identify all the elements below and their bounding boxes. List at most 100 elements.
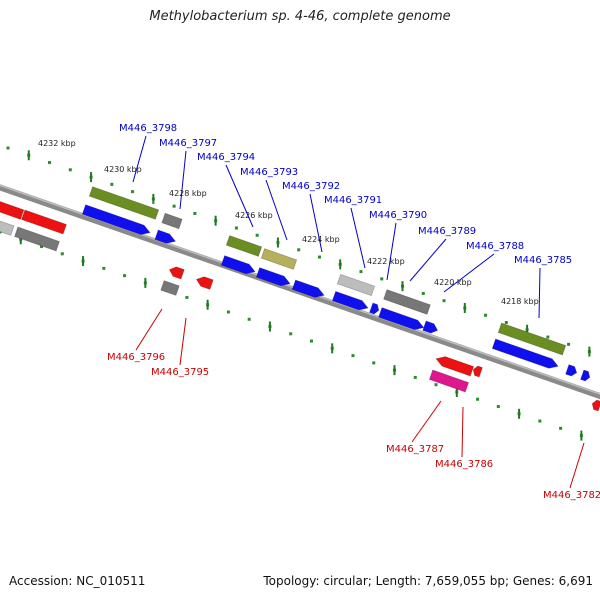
accession-text: Accession: NC_010511 <box>9 574 146 588</box>
upper-scale-dot <box>193 211 197 215</box>
forward-gene-label: M446_3790 <box>369 210 427 221</box>
feature-m446-3798-cog-body <box>89 186 159 220</box>
feature-m446-3790 <box>378 307 425 331</box>
feature-m446-3787-body <box>436 356 474 376</box>
feature-m446-3793-body <box>256 267 291 286</box>
feature-m446-3786 <box>428 369 470 393</box>
feature-m446-3788 <box>491 338 559 369</box>
upper-scale-dot <box>421 291 425 295</box>
reverse-gene-label: M446_3795 <box>151 367 209 378</box>
feature-m446-3796-cog-edge <box>160 280 180 296</box>
feature-left-red-b-edge <box>21 209 67 235</box>
lower-scale-dot <box>538 419 542 423</box>
feature-left-gray-a <box>0 218 15 236</box>
feature-m446-3790-edge <box>378 307 425 331</box>
feature-m446-3787b <box>472 365 483 378</box>
forward-leader-line <box>443 253 495 293</box>
lower-scale-dot <box>372 361 376 365</box>
feature-left-gray-b-edge <box>14 226 60 252</box>
upper-scale-dot <box>546 335 550 339</box>
feature-m446-3794-cog <box>225 235 263 257</box>
upper-scale-dot <box>442 299 446 303</box>
gene-labels: M446_3798M446_3797M446_3794M446_3793M446… <box>107 123 600 501</box>
forward-leader-line <box>225 164 254 228</box>
scale-label: 4226 kbp <box>235 211 273 220</box>
feature-m446-3787 <box>435 356 475 377</box>
forward-gene-label: M446_3791 <box>324 195 382 206</box>
forward-leader-line <box>350 207 366 269</box>
feature-m446-3797 <box>154 229 177 244</box>
feature-m446-3791-body <box>332 291 368 311</box>
upper-scale-dot <box>380 277 384 281</box>
lower-scale-dot <box>40 245 44 249</box>
feature-m446-3793-cog-edge <box>260 248 298 270</box>
reverse-gene-label: M446_3786 <box>435 459 493 470</box>
reverse-gene-label: M446_3782 <box>543 490 600 501</box>
feature-m446-3794-edge <box>220 255 256 275</box>
scale-label: 4222 kbp <box>367 257 405 266</box>
feature-m446-3790-cog-edge <box>383 289 431 315</box>
upper-scale-dot <box>234 226 238 230</box>
forward-leader-line <box>132 135 147 183</box>
feature-m446-3786-body <box>429 370 469 392</box>
upper-scale-dot <box>48 161 52 165</box>
forward-gene-label: M446_3798 <box>119 123 177 134</box>
feature-m446-3798-body <box>82 204 151 235</box>
feature-m446-3796-body <box>169 266 185 280</box>
forward-gene-label: M446_3797 <box>159 138 217 149</box>
feature-m446-3794-body <box>221 255 256 274</box>
lower-scale-dot <box>247 317 251 321</box>
feature-m446-3791-edge <box>331 290 369 311</box>
feature-m446-3794-cog-edge <box>225 235 263 257</box>
feature-m446-3790-body <box>378 307 424 330</box>
forward-gene-label: M446_3785 <box>514 255 572 266</box>
forward-gene-label: M446_3788 <box>466 241 524 252</box>
feature-m446-3793-cog <box>260 248 298 270</box>
reverse-leader-line <box>569 442 585 489</box>
feature-m446-3797-body <box>154 229 176 244</box>
genome-summary-text: Topology: circular; Length: 7,659,055 bp… <box>263 574 593 588</box>
feature-left-gray-b <box>14 226 60 252</box>
lower-scale-dot <box>496 405 500 409</box>
label-leader-lines <box>132 135 585 489</box>
reverse-leader-line <box>411 400 442 443</box>
feature-m446-3791b-edge <box>369 302 380 315</box>
lower-scale-dot <box>309 339 313 343</box>
upper-scale-dot <box>359 270 363 274</box>
feature-m446-3782-body <box>592 400 600 412</box>
scale-label: 4230 kbp <box>104 165 142 174</box>
feature-m446-3785-b-edge <box>580 369 591 382</box>
feature-m446-3789-edge <box>422 320 439 334</box>
feature-m446-3796 <box>168 266 185 280</box>
scale-label: 4220 kbp <box>434 278 472 287</box>
feature-left-red-a-edge <box>0 200 25 220</box>
lower-scale-dot <box>476 397 480 401</box>
feature-m446-3793-cog-body <box>261 248 297 270</box>
lower-scale-dot <box>351 354 355 358</box>
feature-m446-3787b-body <box>473 366 483 378</box>
feature-m446-3785-cog-edge <box>497 322 567 356</box>
feature-m446-3796-cog <box>160 280 180 296</box>
feature-m446-3790-cog-body <box>383 289 431 315</box>
lower-scale-dot <box>226 310 230 314</box>
feature-m446-3788-edge <box>491 338 559 369</box>
feature-m446-3797-cog <box>161 212 183 230</box>
upper-scale-dot <box>68 168 72 172</box>
forward-gene-label: M446_3792 <box>282 181 340 192</box>
forward-gene-label: M446_3794 <box>197 152 255 163</box>
lower-scale-dot <box>60 252 64 256</box>
lower-scale-dot <box>102 266 106 270</box>
feature-m446-3791b <box>369 302 380 315</box>
feature-left-gray-a-body <box>0 218 15 236</box>
reverse-leader-line <box>179 317 187 366</box>
forward-leader-line <box>265 179 288 241</box>
feature-left-gray-b-body <box>14 227 60 251</box>
feature-m446-3792-body <box>292 279 325 298</box>
feature-m446-3792-edge <box>291 279 325 298</box>
scale-label: 4228 kbp <box>169 189 207 198</box>
feature-m446-3794-cog-body <box>226 235 262 257</box>
feature-m446-3792 <box>291 279 325 298</box>
feature-m446-3797-edge <box>154 229 177 244</box>
